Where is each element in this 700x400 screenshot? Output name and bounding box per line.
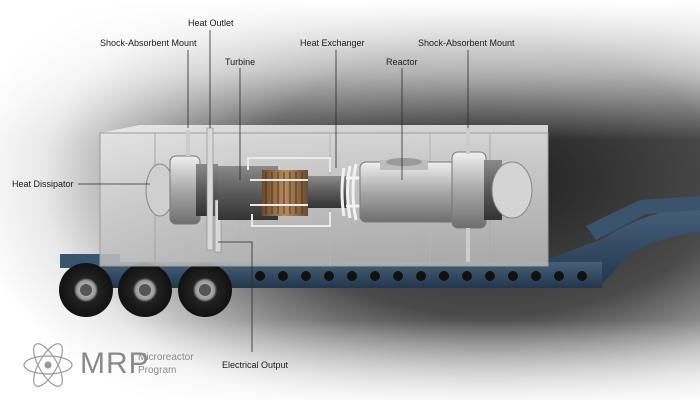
microreactor-assembly (145, 127, 533, 262)
label-heat-dissipator: Heat Dissipator (12, 179, 74, 189)
leader-lines (78, 30, 469, 352)
label-shock-absorbent-mount-left: Shock-Absorbent Mount (100, 38, 197, 48)
logo-program-line2: Program (138, 365, 177, 376)
label-electrical-output: Electrical Output (222, 360, 289, 370)
label-heat-outlet: Heat Outlet (188, 18, 234, 28)
logo-brand: MRP (80, 347, 150, 380)
leader-electrical-output (218, 241, 253, 352)
logo-program-line1: Microreactor (138, 352, 194, 363)
trailer-wheels (59, 263, 232, 317)
label-reactor: Reactor (386, 57, 418, 67)
atom-logo-icon (23, 343, 73, 387)
label-shock-absorbent-mount-right: Shock-Absorbent Mount (418, 38, 515, 48)
label-heat-exchanger: Heat Exchanger (300, 38, 365, 48)
label-turbine: Turbine (225, 57, 256, 67)
